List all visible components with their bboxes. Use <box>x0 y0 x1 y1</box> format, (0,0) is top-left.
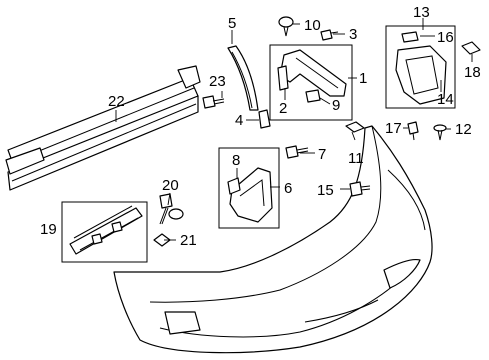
callout-23: 23 <box>209 73 226 90</box>
fastener-17 <box>407 121 419 141</box>
leader-lines <box>115 18 473 241</box>
group-box-19 <box>61 201 148 263</box>
callout-12: 12 <box>455 121 472 138</box>
group-box-1 <box>269 44 353 121</box>
callout-14: 14 <box>437 91 454 108</box>
bracket-14 <box>395 31 447 105</box>
callout-17: 17 <box>385 120 402 137</box>
bracket-6 <box>227 167 273 223</box>
callout-2: 2 <box>279 100 287 117</box>
group-box-6 <box>218 147 280 229</box>
callout-4: 4 <box>235 112 243 129</box>
bolt-7 <box>285 145 309 159</box>
callout-6: 6 <box>284 180 292 197</box>
callout-8: 8 <box>232 152 240 169</box>
bolt-20 <box>159 193 184 225</box>
reinforcement-beam <box>5 65 201 191</box>
trim-strip <box>227 45 259 111</box>
screw-10 <box>278 16 294 37</box>
callout-19: 19 <box>40 221 57 238</box>
callout-18: 18 <box>464 64 481 81</box>
screw-3 <box>320 29 339 41</box>
callout-labels: 5 10 3 13 16 18 1 23 22 2 9 14 4 17 12 7… <box>40 4 481 249</box>
stud-15 <box>349 181 371 197</box>
clip-18 <box>461 41 481 55</box>
group-box-13 <box>385 25 456 109</box>
callout-13: 13 <box>413 4 430 21</box>
callout-5: 5 <box>228 15 236 32</box>
callout-7: 7 <box>318 146 326 163</box>
callout-15: 15 <box>317 182 334 199</box>
bumper-cover <box>113 125 433 354</box>
bracket-1 <box>277 49 347 103</box>
pin-12 <box>433 124 447 141</box>
callout-16: 16 <box>437 29 454 46</box>
callout-21: 21 <box>180 232 197 249</box>
clip-11 <box>345 121 365 133</box>
callout-1: 1 <box>359 70 367 87</box>
callout-10: 10 <box>304 17 321 34</box>
bolt-23 <box>202 95 225 109</box>
bracket-19 <box>69 205 143 255</box>
clip-4 <box>258 109 271 129</box>
callout-20: 20 <box>162 177 179 194</box>
callout-22: 22 <box>108 93 125 110</box>
callout-9: 9 <box>332 97 340 114</box>
callout-11: 11 <box>348 150 364 167</box>
callout-3: 3 <box>349 26 357 43</box>
